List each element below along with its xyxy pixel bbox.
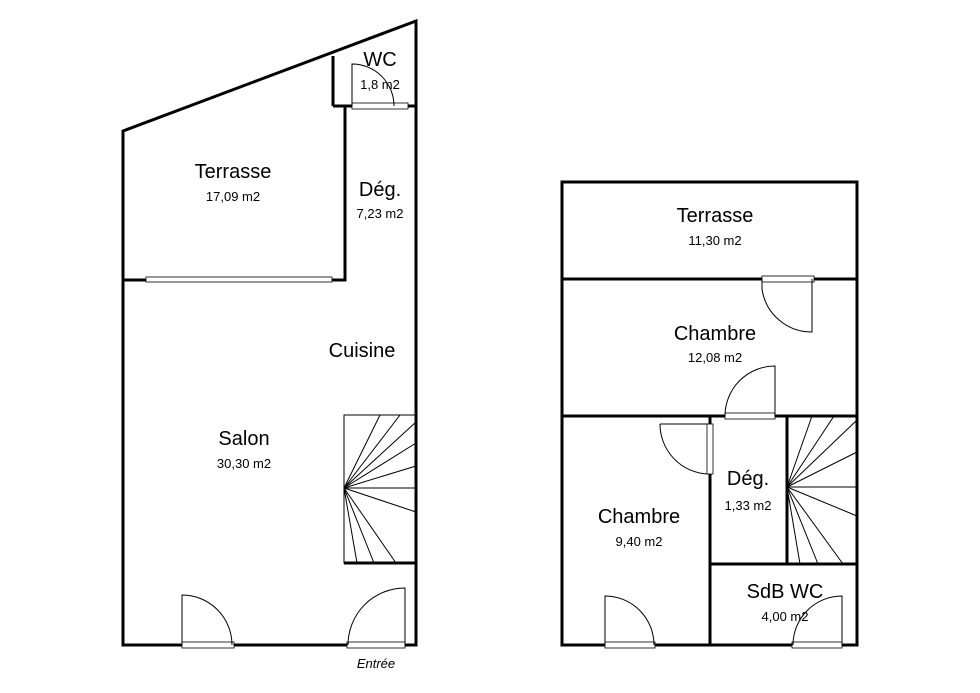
degagement-area: 7,23 m2 (357, 206, 404, 221)
upper-deg-name: Dég. (727, 468, 769, 490)
chambre2-name: Chambre (598, 506, 680, 528)
salon-name: Salon (218, 428, 269, 450)
chambre2-door-frame (706, 423, 714, 475)
sdb-wc-name: SdB WC (747, 581, 824, 603)
chambre2-window (604, 641, 656, 649)
terrasse-window (145, 276, 333, 283)
sdb-wc-area: 4,00 m2 (762, 609, 809, 624)
salon-window (181, 641, 235, 649)
terrasse-area: 17,09 m2 (206, 189, 260, 204)
chambre1-area: 12,08 m2 (688, 350, 742, 365)
cuisine-name: Cuisine (329, 340, 396, 362)
degagement-name: Dég. (359, 179, 401, 201)
upper-deg-area: 1,33 m2 (725, 498, 772, 513)
entrance-door-frame (346, 641, 406, 649)
sdb-window-frame (791, 641, 843, 649)
terrasse-name: Terrasse (195, 161, 272, 183)
chambre1-door (724, 365, 776, 417)
chambre1-name: Chambre (674, 323, 756, 345)
chambre2-window-leaf (604, 595, 655, 646)
wc-door-frame (351, 102, 409, 110)
entrance-door (347, 587, 406, 646)
chambre2-door (659, 423, 709, 475)
upper-terrasse-name: Terrasse (677, 205, 754, 227)
wc-name: WC (363, 49, 396, 71)
wc-area: 1,8 m2 (360, 77, 400, 92)
upper-terrasse-area: 11,30 m2 (688, 233, 741, 248)
ground-floor: WC 1,8 m2 Terrasse 17,09 m2 Dég. 7,23 m2… (121, 18, 418, 671)
salon-window-leaf (181, 594, 233, 646)
ground-floor-outer-wall (121, 18, 418, 647)
terrasse-door (761, 279, 813, 333)
upper-floor-stairs (786, 415, 858, 565)
upper-floor: Terrasse 11,30 m2 Chambre 12,08 m2 Chamb… (560, 180, 859, 649)
entrance-label: Entrée (357, 656, 395, 671)
wc-door (351, 63, 395, 107)
terrasse-door-frame (761, 275, 815, 283)
sdb-door (792, 595, 843, 646)
ground-floor-stairs (343, 414, 417, 564)
chambre2-area: 9,40 m2 (616, 534, 663, 549)
chambre1-door-frame (724, 412, 776, 420)
salon-area: 30,30 m2 (217, 456, 271, 471)
